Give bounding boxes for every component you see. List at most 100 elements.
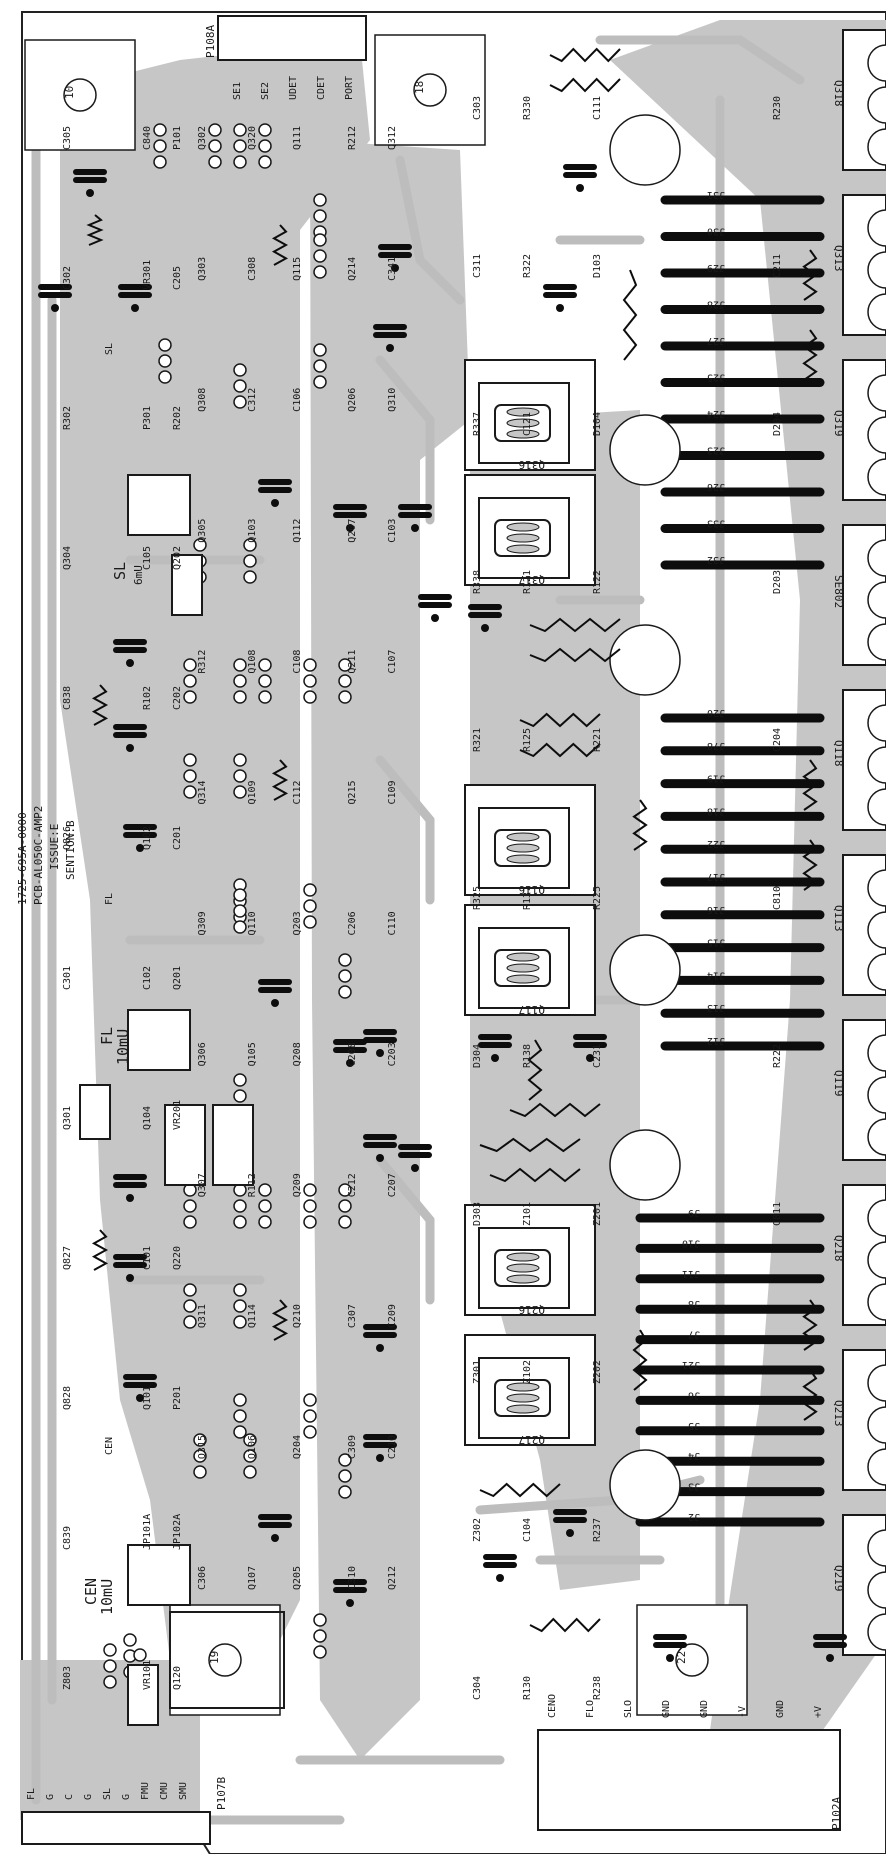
component-label: Q304 bbox=[62, 546, 73, 570]
capacitor-pad bbox=[666, 1654, 674, 1662]
electrolytic-cap-outline bbox=[609, 934, 681, 1006]
connector-pin-label: G bbox=[83, 1794, 94, 1800]
capacitor-pad bbox=[391, 264, 399, 272]
transistor-pin bbox=[506, 522, 540, 532]
pad bbox=[233, 658, 247, 672]
jumper-label: J78 bbox=[707, 740, 725, 751]
pad bbox=[338, 953, 352, 967]
pad bbox=[258, 1215, 272, 1229]
transistor-pin bbox=[506, 963, 540, 973]
resistor bbox=[489, 1167, 581, 1183]
pad bbox=[243, 1465, 257, 1479]
transistor-body bbox=[478, 1227, 570, 1309]
edge-device-pin bbox=[867, 128, 886, 166]
component-label: R238 bbox=[592, 1676, 603, 1700]
resistor bbox=[509, 1102, 601, 1118]
pad bbox=[338, 1469, 352, 1483]
component-label: Z301 bbox=[472, 1360, 483, 1384]
component-label: R337 bbox=[472, 412, 483, 436]
jumper-label: J17 bbox=[707, 871, 725, 882]
edge-device-pin bbox=[867, 458, 886, 496]
component-label: Q826 bbox=[62, 826, 73, 850]
jumper-label: J2 bbox=[688, 1511, 700, 1522]
electrolytic-cap-outline bbox=[609, 114, 681, 186]
capacitor-pad bbox=[126, 1274, 134, 1282]
edge-device-label: Q219 bbox=[832, 1565, 845, 1592]
jumper-label: J28 bbox=[707, 299, 725, 310]
pot-current-sl: 6mU bbox=[132, 565, 145, 585]
component-label: R338 bbox=[472, 570, 483, 594]
jumper-label: J15 bbox=[707, 937, 725, 948]
component-label: C105 bbox=[142, 546, 153, 570]
component-label: R122 bbox=[592, 570, 603, 594]
transistor-label: Q117 bbox=[519, 1003, 546, 1016]
component-label: Q206 bbox=[347, 388, 358, 412]
ground-plane-right bbox=[610, 20, 886, 1800]
capacitor-pad bbox=[376, 1049, 384, 1057]
edge-device-label: Q319 bbox=[832, 410, 845, 437]
transistor-body bbox=[478, 382, 570, 464]
transistor-label: Q217 bbox=[519, 1433, 546, 1446]
resistor bbox=[479, 1482, 561, 1498]
component-label: Q103 bbox=[247, 519, 258, 543]
edge-device-label: Q218 bbox=[832, 1235, 845, 1262]
jumper-label: J12 bbox=[707, 1035, 725, 1046]
component-label: Q202 bbox=[172, 546, 183, 570]
edge-device-pin bbox=[867, 581, 886, 619]
resistor bbox=[519, 712, 601, 728]
edge-device-pin bbox=[867, 1364, 886, 1402]
edge-device-pin bbox=[867, 953, 886, 991]
edge-device-label: Q113 bbox=[832, 905, 845, 932]
jumper-label: J21 bbox=[682, 1359, 700, 1370]
section-mark-sl: SL bbox=[104, 343, 115, 355]
transistor-pin bbox=[506, 418, 540, 428]
resistor bbox=[802, 839, 818, 891]
component-label: JP101A bbox=[142, 1514, 153, 1550]
pad bbox=[233, 395, 247, 409]
resistor bbox=[802, 249, 818, 301]
component-label: C838 bbox=[62, 686, 73, 710]
edge-device-pin bbox=[867, 251, 886, 289]
resistor bbox=[622, 269, 638, 361]
component-label: C312 bbox=[247, 388, 258, 412]
pad bbox=[303, 674, 317, 688]
component-label: Q314 bbox=[197, 780, 208, 804]
pad bbox=[183, 690, 197, 704]
component-label: C304 bbox=[472, 1676, 483, 1700]
connector-p201 bbox=[127, 1664, 159, 1726]
transistor-pin bbox=[506, 854, 540, 864]
component-label: C341 bbox=[387, 257, 398, 281]
pad bbox=[233, 753, 247, 767]
edge-device-label: Q118 bbox=[832, 740, 845, 767]
component-label: R321 bbox=[472, 728, 483, 752]
jumper-label: J11 bbox=[682, 1268, 700, 1279]
pad bbox=[338, 985, 352, 999]
connector-pin-label: FL bbox=[26, 1788, 37, 1800]
component-label: Q301 bbox=[62, 1106, 73, 1130]
connector-pin-label: CDET bbox=[316, 76, 327, 100]
mount-hole-label: 18 bbox=[413, 81, 426, 94]
component-label: Z302 bbox=[472, 1518, 483, 1542]
component-label: D103 bbox=[592, 254, 603, 278]
component-label: Q201 bbox=[172, 966, 183, 990]
trimmer-pots bbox=[127, 474, 285, 1709]
connector-pin-label: UDET bbox=[288, 76, 299, 100]
pad bbox=[193, 1465, 207, 1479]
pad bbox=[233, 139, 247, 153]
resistor bbox=[632, 799, 648, 851]
edge-device-label: Q313 bbox=[832, 245, 845, 272]
connector-pin-label: SL bbox=[102, 1788, 113, 1800]
pad bbox=[183, 1215, 197, 1229]
component-label: C301 bbox=[62, 966, 73, 990]
component-label: C201 bbox=[172, 826, 183, 850]
capacitor-pad bbox=[86, 189, 94, 197]
pad bbox=[158, 338, 172, 352]
capacitor-pad bbox=[376, 1454, 384, 1462]
section-mark-cen: CEN bbox=[104, 1437, 115, 1455]
component-label: C205 bbox=[172, 266, 183, 290]
capacitor-pad bbox=[346, 524, 354, 532]
component-label: Q320 bbox=[247, 126, 258, 150]
component-label: R322 bbox=[522, 254, 533, 278]
pad bbox=[258, 690, 272, 704]
pad bbox=[338, 658, 352, 672]
